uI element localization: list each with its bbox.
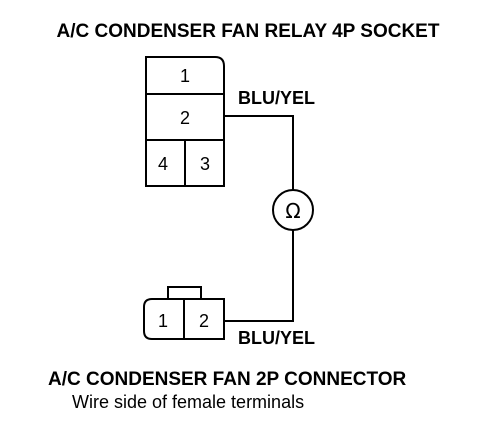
fan-pin-2: 2: [199, 311, 209, 331]
fan-connector: 1 2: [143, 286, 225, 340]
relay-socket: 1 2 4 3: [145, 56, 225, 187]
wire-label-bottom: BLU/YEL: [238, 328, 315, 348]
fan-pin-1: 1: [158, 311, 168, 331]
relay-socket-title: A/C CONDENSER FAN RELAY 4P SOCKET: [57, 21, 440, 42]
relay-pin-4: 4: [158, 154, 168, 174]
wire-label-top: BLU/YEL: [238, 88, 315, 108]
fan-connector-title: A/C CONDENSER FAN 2P CONNECTOR: [48, 369, 407, 390]
fan-connector-latch: [167, 286, 202, 300]
wire-top: [224, 115, 294, 190]
fan-connector-subtitle: Wire side of female terminals: [72, 392, 304, 412]
wire-bottom: [224, 230, 294, 322]
ohmmeter: Ω: [272, 189, 314, 231]
relay-pin-1: 1: [180, 66, 190, 86]
ohm-icon: Ω: [285, 199, 300, 223]
relay-pin-2: 2: [180, 108, 190, 128]
relay-pin-3: 3: [200, 154, 210, 174]
relay-socket-outline: [145, 56, 225, 187]
fan-connector-outline: [143, 298, 225, 340]
